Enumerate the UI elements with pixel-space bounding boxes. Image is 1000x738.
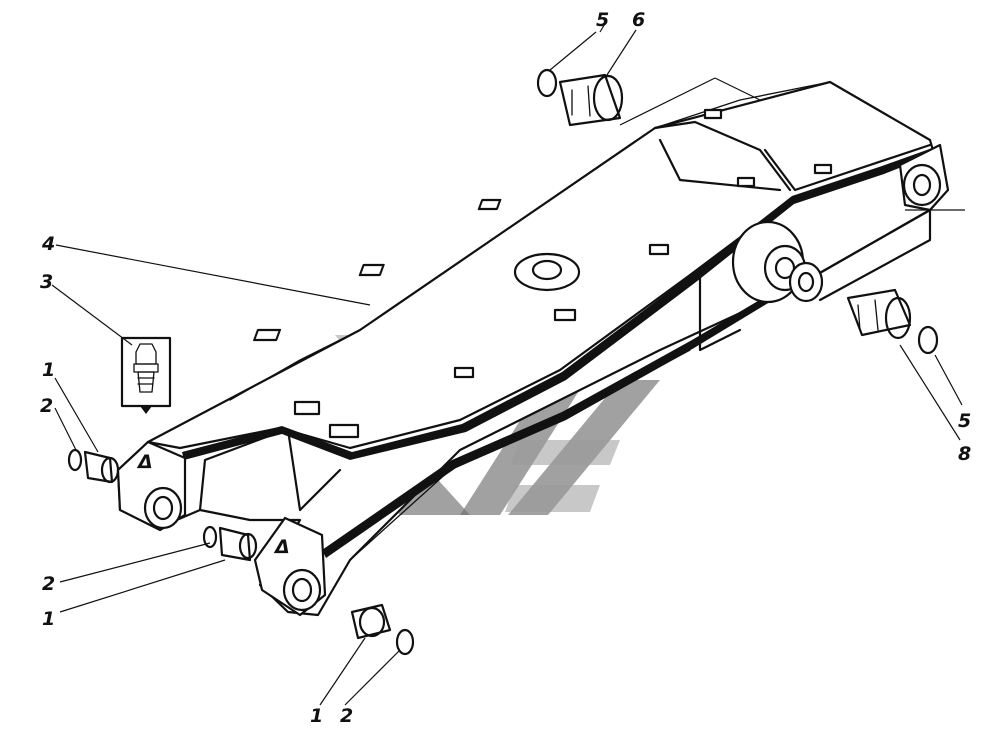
bushing-left-upper [67,448,120,484]
left-fork-lower-boss: Δ [253,516,327,617]
callout-1-lower-left: 1 [42,608,55,630]
callout-5-right: 5 [958,410,971,432]
callout-8: 8 [958,443,971,465]
callout-1-upper-left: 1 [42,359,55,381]
center-plate [513,252,581,292]
callout-2-lower-left: 2 [42,573,55,595]
callout-3: 3 [40,271,53,293]
middle-bracket-boss [731,220,824,304]
callout-6: 6 [632,9,645,31]
left-fork-upper-boss: Δ [116,440,187,532]
leader-lines [51,21,965,706]
grease-fitting-inset [120,336,172,414]
svg-text:Δ: Δ [136,451,153,473]
callout-2-bottom: 2 [340,705,353,727]
callout-5-top: 5 [596,9,609,31]
top-plates [253,108,833,439]
svg-text:Δ: Δ [273,536,290,558]
right-end-boss [898,143,950,212]
callout-labels: 1 2 2 1 3 4 5 6 5 8 1 2 [40,9,971,727]
bushing-right [846,288,939,355]
boom-edge-strips [182,146,940,558]
bushing-top [536,68,624,127]
callout-1-bottom: 1 [310,705,323,727]
bushing-left-lower [202,525,258,562]
callout-4: 4 [41,233,55,255]
bushing-bottom [350,603,415,656]
callout-2-upper-left: 2 [40,395,53,417]
